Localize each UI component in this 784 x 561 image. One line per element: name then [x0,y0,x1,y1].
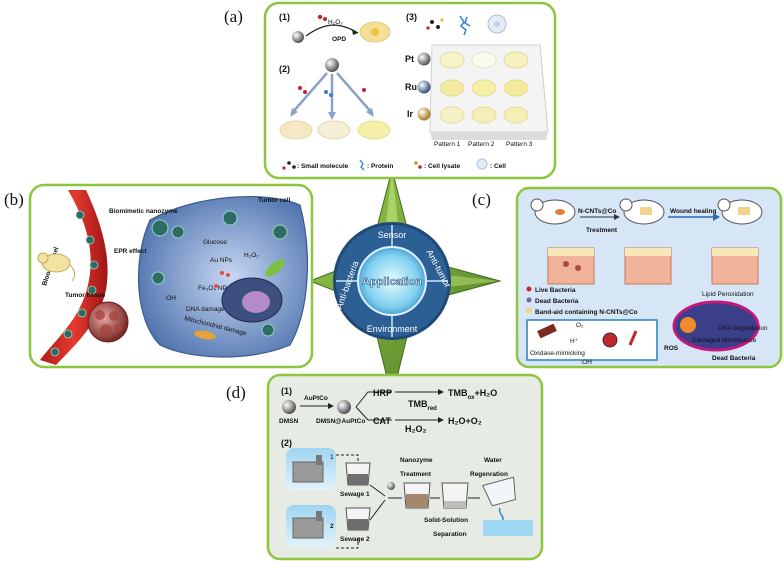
segment-sensor: Sensor [378,230,407,240]
a-legend: : Small molecule : Protein : Cell lysate… [282,158,506,171]
o2-label: O₂ [576,322,584,329]
glass-of-water [481,476,533,536]
oh-label-b: ·OH [164,295,176,302]
lipid-label: Lipid Peroxidation [702,291,754,298]
factory-1 [286,448,336,490]
d-tmb-ox: TMBox+H₂O [448,388,497,401]
tumor-tissue-label: Tumor tissue [65,292,106,299]
panel-a: (1) H₂O₂ OPD (2) (3) [263,1,557,180]
wound-healing-label: Wound healing [670,208,716,215]
row-label-ir: Ir [407,109,414,119]
factory-2 [286,505,336,547]
skin-sections [547,247,759,285]
d-sep: Separation [433,531,467,538]
d-h2o2: H₂O₂ [405,424,427,434]
dead-bacteria [672,300,760,352]
d-hrp: HRP [373,388,392,398]
a-opd: OPD [332,36,346,43]
d-nanozyme: Nanozyme [400,457,433,464]
small-molecule-icon [426,18,444,30]
legend-cell: : Cell [490,163,506,170]
treatment-label: Trestment [586,227,618,234]
oh-label-c: ·OH [580,359,592,366]
dead-bacteria-label: Dead Bacteria [712,355,756,362]
d-cat: CAT [373,416,391,426]
d-cat-product: H₂O+O₂ [448,416,482,426]
legend-live: Live Bacteria [535,287,576,294]
epr-label: EPR effect [114,248,147,255]
a-step2: (2) [279,64,290,74]
biomimetic-label: Biomimetic nanozyme [109,208,178,215]
d-regen: Regenration [470,471,508,478]
d-step1: (1) [281,386,292,396]
center-title: Application [362,276,422,288]
a-step3: (3) [406,12,417,22]
panel-b: Blood vessel Tumor tissue Tumor cell Bio… [28,183,314,369]
mouse-2 [619,198,665,225]
damaged-label: Damaged Membrance [692,337,757,344]
pt-sphere [417,52,431,66]
h-label: H⁺ [570,338,579,345]
panel-label-b: (b) [4,190,24,209]
protein-icon [459,15,471,36]
beaker-treatment [403,482,431,509]
d-n2: 2 [330,523,334,530]
well-plate [429,44,549,140]
tumor-tissue [87,301,129,343]
h2o2-label-b: H₂O₂ [244,252,259,259]
d-water: Water [484,457,502,464]
row-label-pt: Pt [405,54,414,64]
segment-environment: Environment [367,324,418,334]
pattern-2: Pattern 2 [468,141,495,148]
d-sewage2: Sewage 2 [340,536,370,543]
d-ss: Solid-Solution [424,517,468,524]
d-n1: 1 [330,454,334,461]
row-label-ru: Ru [405,82,417,92]
beaker-sewage-2 [345,507,371,531]
legend-cell-lysate: : Cell lysate [424,163,461,170]
legend-protein: : Protein [367,163,393,170]
application-wheel: Application Sensor Anti-tumor Environmen… [333,222,453,340]
panel-label-a: (a) [224,7,243,26]
ncnts-label: N-CNTs@Co [578,208,616,215]
mouse-icon [37,252,76,282]
d-dmsn-auptco: DMSN@AuPtCo [316,418,365,425]
legend-small-molecule: : Small molecule [297,163,349,170]
glucose-label: Glucose [203,239,227,246]
au-nps-label: Au NPs [210,257,233,264]
dna-deg-label: DNA degradation [718,325,768,332]
beaker-sewage-1 [345,462,371,486]
d-dmsn: DMSN [279,418,298,425]
nanozyme-sphere [292,31,304,43]
fe3o4-label: Fe₃O₄ NPs [198,285,231,292]
dna-damage-label: DNA damage [186,306,225,313]
panel-label-c: (c) [472,190,491,209]
mouse-3 [717,198,763,225]
pattern-1: Pattern 1 [434,141,461,148]
panel-d: (1) DMSN AuPtCo DMSN@AuPtCo HRP TMBred T… [266,373,544,561]
ir-sphere [417,107,431,121]
d-treatment: Treatment [400,471,432,478]
d-auptco: AuPtCo [304,395,328,402]
ros-label: ROS [664,345,679,352]
legend-band-aid: Band-aid containing N-CNTs@Co [535,309,638,316]
ru-sphere [417,80,431,94]
panel-label-d: (d) [226,383,246,402]
d-sewage1: Sewage 1 [340,491,370,498]
panel-c: N-CNTs@Co Trestment Wound healing [515,186,783,369]
d-step2: (2) [281,438,292,448]
tumor-cell-label: Tumor cell [258,197,291,204]
beaker-separation [441,482,469,509]
a-step1: (1) [279,12,290,22]
pattern-3: Pattern 3 [506,141,533,148]
legend-dead: Dead Bacteria [535,298,579,305]
mouse-1 [530,198,576,225]
d-tmb-red: TMBred [408,399,437,412]
oxidase-label: Oxidase-mimicking [530,350,585,357]
a-h2o2: H₂O₂ [328,19,343,26]
